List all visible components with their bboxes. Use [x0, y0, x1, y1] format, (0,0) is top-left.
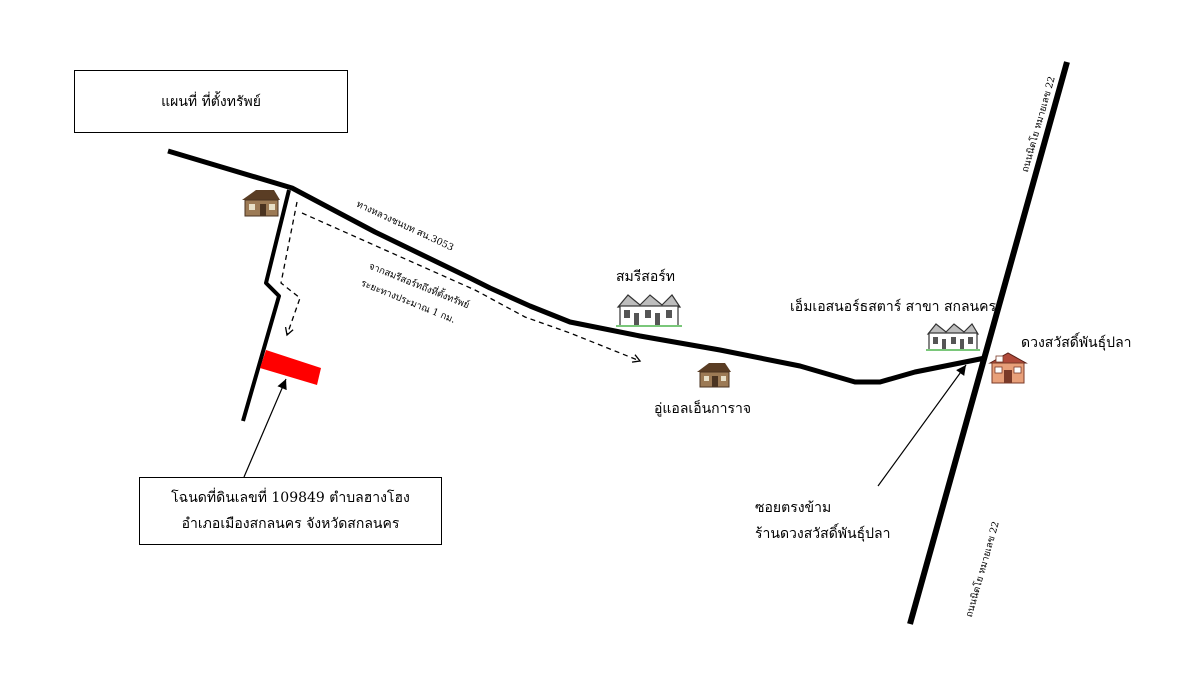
- property-location-line: อำเภอเมืองสกลนคร จังหวัดสกลนคร: [181, 516, 400, 532]
- map-title-box: แผนที่ ที่ตั้งทรัพย์: [74, 70, 348, 133]
- main-road: [167, 148, 986, 385]
- property-marker: [260, 350, 321, 385]
- property-pointer-arrow: [243, 378, 287, 478]
- shop-icon: [988, 352, 1028, 384]
- map-title: แผนที่ ที่ตั้งทรัพย์: [161, 93, 261, 110]
- soi-note-line1: ซอยตรงข้าม: [755, 500, 832, 516]
- garage-label: อู่แอลเอ็นการาจ: [654, 401, 752, 417]
- soi-road: [241, 189, 291, 422]
- property-info-box: โฉนดที่ดินเลขที่ 109849 ตำบลฮางโฮง อำเภอ…: [139, 477, 442, 545]
- duangsawat-label: ดวงสวัสดิ์พันธุ์ปลา: [1021, 335, 1132, 351]
- route-dashed-left: [280, 201, 301, 337]
- ms-store-label: เอ็มเอสนอร์ธสตาร์ สาขา สกลนคร: [790, 299, 997, 315]
- resort-label: สมรีสอร์ท: [616, 269, 675, 285]
- highway-22: [907, 61, 1070, 625]
- house-icon: [697, 363, 731, 388]
- route-dashed-right: [301, 212, 642, 363]
- townhouse-icon: [616, 294, 682, 327]
- property-deed-line: โฉนดที่ดินเลขที่ 109849 ตำบลฮางโฮง: [171, 490, 410, 506]
- soi-note-line2: ร้านดวงสวัสดิ์พันธุ์ปลา: [755, 526, 891, 542]
- townhouse-icon: [926, 323, 980, 351]
- soi-pointer-arrow: [877, 364, 967, 487]
- house-icon: [242, 190, 280, 217]
